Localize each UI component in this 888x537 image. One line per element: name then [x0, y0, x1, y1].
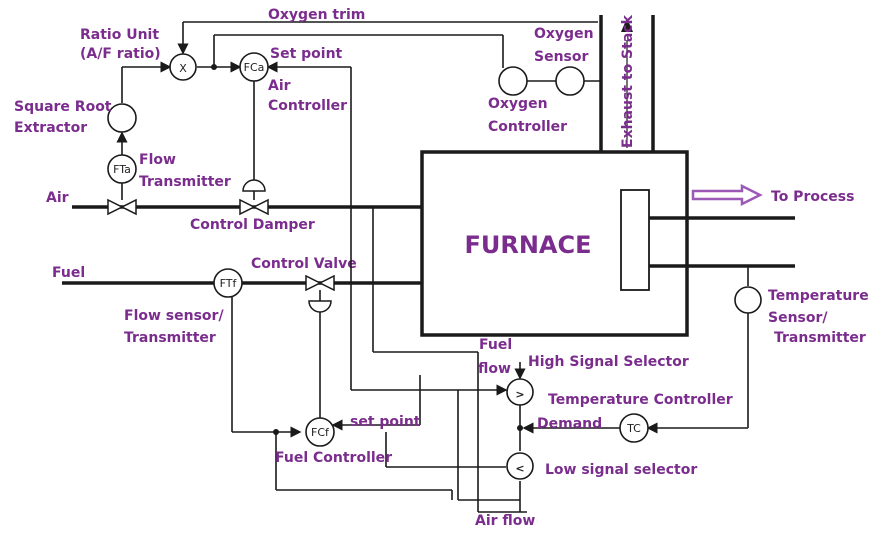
valve-actuator-icon [308, 300, 332, 313]
high-selector-symbol: > [515, 388, 524, 401]
flow-sensor-label: Flow sensor/ [124, 308, 224, 324]
fuel-ft-tag: FTf [220, 277, 238, 290]
fuel-flow-label: Fuel [479, 337, 512, 353]
exhaust-arrow-icon [621, 18, 633, 32]
fuel-set-point-label: set point [350, 414, 421, 430]
high-signal-selector-label: High Signal Selector [528, 354, 689, 370]
ratio-unit-sub-label: (A/F ratio) [80, 46, 161, 62]
fuel-flow-label-2: flow [478, 361, 511, 377]
control-valve-icon [305, 274, 335, 292]
temp-sensor-label-2: Sensor/ [768, 310, 828, 326]
control-damper-icon [239, 198, 269, 216]
fuel-flow-controller: FCf [305, 417, 335, 447]
tc-tag: TC [626, 422, 641, 435]
air-flow-transmitter: FTa [107, 154, 137, 184]
temperature-sensor [734, 286, 762, 314]
fuel-fc-tag: FCf [311, 426, 330, 439]
air-set-point-label: Set point [270, 46, 343, 62]
ratio-unit-label: Ratio Unit [80, 27, 159, 43]
flow-transmitter-label-2: Transmitter [139, 174, 231, 190]
multiplier-instrument: X [169, 53, 197, 81]
oxygen-controller-label: Oxygen [488, 96, 548, 112]
oxygen-controller-label-2: Controller [488, 119, 567, 135]
square-root-label: Square Root [14, 99, 112, 115]
flow-sensor-label-2: Transmitter [124, 330, 216, 346]
air-label: Air [46, 190, 69, 206]
oxygen-sensor-label: Oxygen [534, 26, 594, 42]
temperature-controller-label: Temperature Controller [548, 392, 733, 408]
oxygen-trim-label: Oxygen trim [268, 7, 365, 23]
low-signal-selector: < [506, 452, 534, 480]
temp-sensor-label-3: Transmitter [774, 330, 866, 346]
control-damper-label: Control Damper [190, 217, 315, 233]
oxygen-sensor [555, 66, 585, 96]
air-flow-element-icon [107, 198, 137, 216]
oxygen-sensor-label-2: Sensor [534, 49, 588, 65]
demand-label: Demand [537, 416, 602, 432]
fuel-label: Fuel [52, 265, 85, 281]
air-controller-label-2: Controller [268, 98, 347, 114]
air-ft-tag: FTa [113, 163, 131, 176]
furnace-box [420, 150, 689, 337]
temperature-controller: TC [619, 413, 649, 443]
fuel-flow-transmitter: FTf [213, 268, 243, 298]
oxygen-controller [498, 66, 528, 96]
furnace-label: FURNACE [464, 231, 591, 259]
fuel-controller-label: Fuel Controller [275, 450, 392, 466]
multiplier-symbol: X [179, 62, 187, 75]
to-process-arrow-icon [691, 183, 763, 207]
air-controller-label: Air [268, 78, 291, 94]
low-signal-selector-label: Low signal selector [545, 462, 697, 478]
square-root-label-2: Extractor [14, 120, 87, 136]
air-fc-tag: FCa [244, 61, 265, 74]
heat-exchanger [620, 189, 650, 291]
low-selector-symbol: < [515, 462, 524, 475]
control-valve-label: Control Valve [251, 256, 357, 272]
flow-transmitter-label: Flow [139, 152, 176, 168]
to-process-label: To Process [771, 189, 854, 205]
damper-actuator-icon [242, 179, 266, 192]
square-root-extractor [107, 103, 137, 133]
exhaust-label: Exhaust to Stack [620, 14, 636, 148]
air-flow-label: Air flow [475, 513, 535, 529]
air-flow-controller: FCa [239, 52, 269, 82]
high-signal-selector: > [506, 378, 534, 406]
temp-sensor-label: Temperature [768, 288, 869, 304]
